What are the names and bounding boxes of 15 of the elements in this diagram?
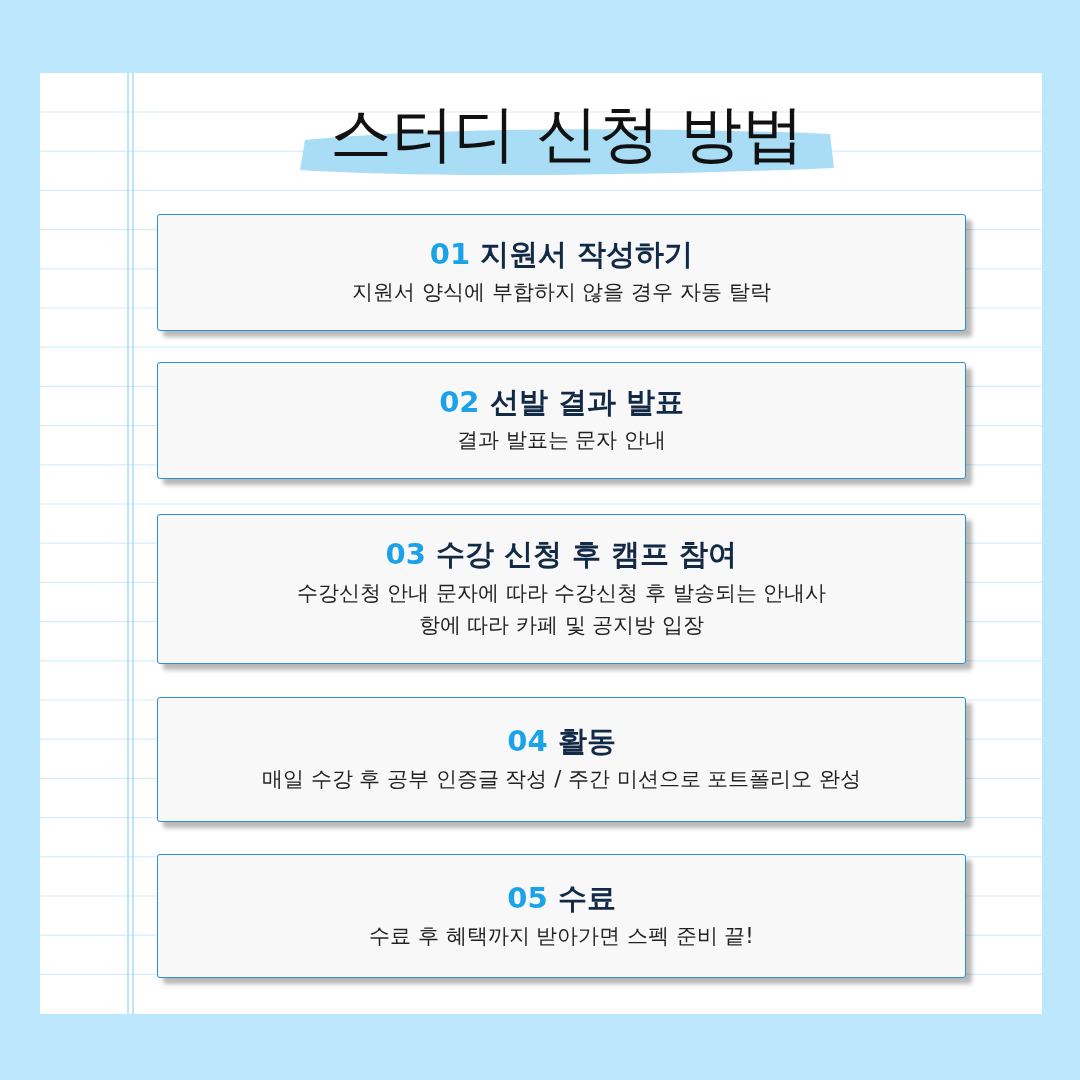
step-heading: 05 수료 [507, 879, 616, 916]
step-description: 결과 발표는 문자 안내 [456, 427, 667, 455]
step-description: 수강신청 안내 문자에 따라 수강신청 후 발송되는 안내사항에 따라 카페 및 공지방 입장 [295, 579, 828, 640]
step-heading: 02 선발 결과 발표 [439, 384, 684, 421]
step-description: 지원서 양식에 부합하지 않을 경우 자동 탈락 [351, 279, 772, 307]
step-box [157, 697, 966, 822]
step-description: 수료 후 혜택까지 받아가면 스펙 준비 끝! [368, 922, 755, 950]
step-heading: 03 수강 신청 후 캠프 참여 [385, 536, 738, 573]
step-description: 매일 수강 후 공부 인증글 작성 / 주간 미션으로 포트폴리오 완성 [261, 766, 862, 794]
step-box [157, 514, 966, 664]
step-box [157, 214, 966, 331]
step-box [157, 362, 966, 479]
step-box [157, 854, 966, 978]
step-heading: 04 활동 [507, 723, 616, 760]
step-heading: 01 지원서 작성하기 [429, 236, 694, 273]
